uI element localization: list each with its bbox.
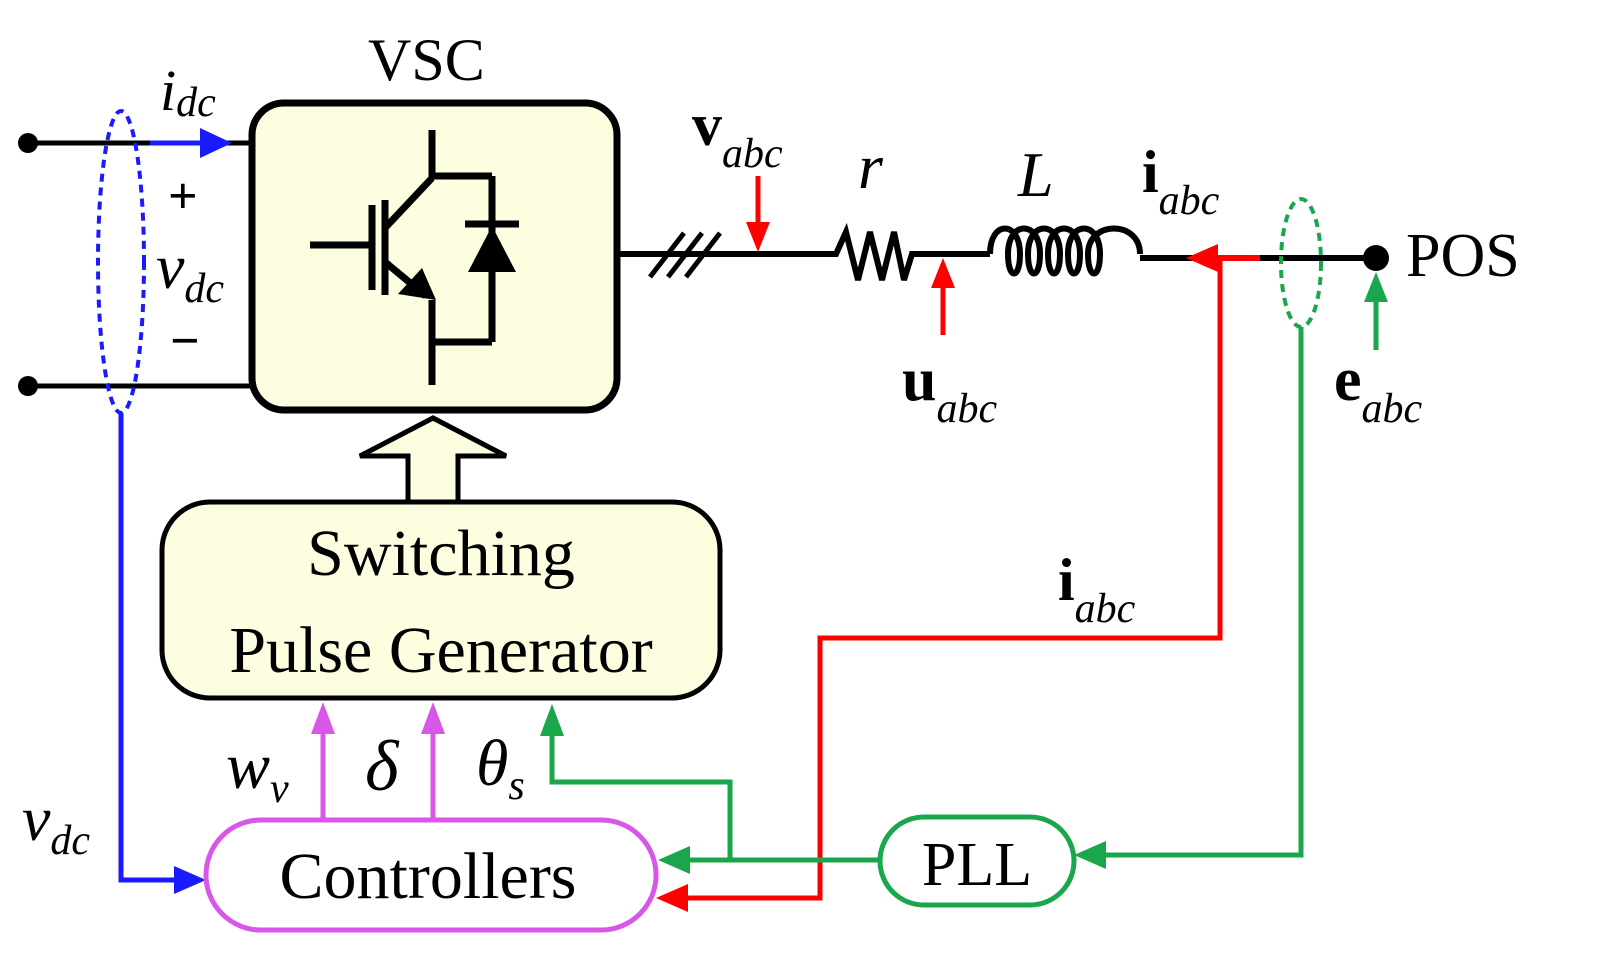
spg-box — [159, 499, 723, 701]
delta-arrow-head — [421, 702, 445, 734]
theta-path — [549, 732, 733, 860]
igbt-emitter-arrow-icon — [398, 268, 436, 300]
idc-arrow-head — [200, 128, 232, 158]
iabc-feedback-path — [656, 244, 1260, 912]
vdc-feedback-label: vdc — [22, 783, 90, 864]
ac-line — [617, 197, 1389, 329]
pos-label: POS — [1406, 222, 1520, 290]
delta-label: δ — [365, 726, 400, 806]
pll-block: PLL — [877, 814, 1077, 908]
resistor-icon — [826, 222, 990, 281]
minus-sign: − — [170, 313, 200, 370]
vsc-block: VSC — [248, 27, 621, 414]
r-label: r — [858, 131, 884, 202]
eabc-label: eabc — [1334, 346, 1423, 432]
iabc-controller-arrow-head — [656, 884, 688, 912]
uabc-arrow-head — [931, 258, 955, 288]
eabc-to-pll-path — [1074, 327, 1304, 869]
iabc-feedback-label: iabc — [1058, 547, 1136, 632]
pos-terminal — [1363, 245, 1389, 271]
vdc-controller-arrow-head — [174, 866, 206, 894]
iabc-sense-arrow-head — [1186, 244, 1218, 272]
controllers-box — [203, 817, 659, 933]
vdc-label: vdc — [156, 231, 224, 312]
pll-input-arrow-head — [1074, 841, 1106, 869]
wv-label: wv — [226, 730, 289, 812]
pll-output-arrow-head — [658, 846, 690, 874]
gate-signal-arrow-icon — [358, 415, 508, 502]
vsc-label: VSC — [368, 27, 485, 93]
controllers-label: Controllers — [280, 840, 577, 913]
switching-pulse-generator: Switching Pulse Generator — [159, 499, 723, 701]
vdc-measurement-ellipse — [96, 109, 146, 415]
three-phase-slashes-icon — [648, 231, 722, 279]
uabc-label: uabc — [902, 346, 997, 432]
spg-label-line1: Switching — [307, 517, 575, 590]
inductance-label: L — [1017, 139, 1054, 210]
vabc-arrow-head — [746, 222, 770, 252]
controllers-block: Controllers — [203, 817, 659, 933]
vabc-label: vabc — [692, 92, 783, 177]
theta-arrow-head — [540, 704, 564, 736]
vdc-feedback-path — [118, 413, 176, 883]
dc-terminals — [18, 109, 252, 415]
plus-sign: + — [168, 168, 198, 225]
diode-icon — [468, 226, 516, 272]
theta-label: θs — [476, 727, 525, 809]
spg-label-line2: Pulse Generator — [229, 614, 652, 687]
inductor-icon — [987, 225, 1143, 277]
igbt-icon — [310, 130, 519, 385]
wv-arrow-head — [311, 702, 335, 734]
eabc-arrow-head — [1364, 272, 1388, 302]
pll-label: PLL — [922, 831, 1032, 899]
idc-label: idc — [160, 58, 216, 126]
iabc-measurement-ellipse — [1279, 197, 1323, 329]
iabc-label: iabc — [1142, 139, 1220, 224]
